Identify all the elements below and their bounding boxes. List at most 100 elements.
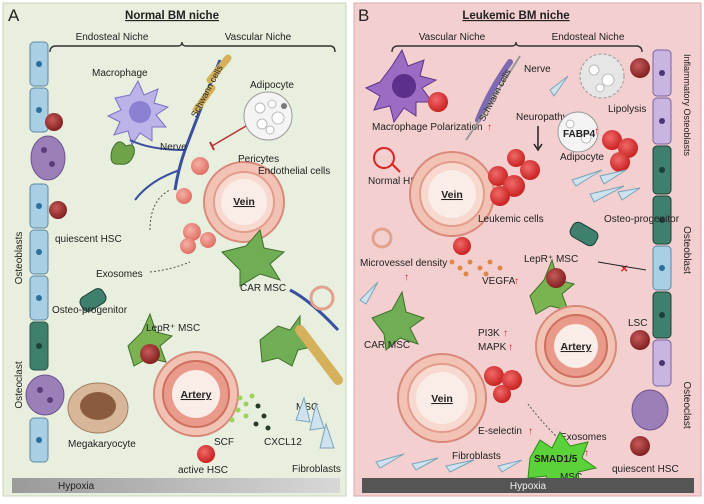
vegfa-label: VEGFA <box>482 276 516 287</box>
leukemic-cluster-vein2 <box>484 366 522 403</box>
osteoclast-label-b: Osteoclast <box>681 381 692 428</box>
osteoprogenitor-cell <box>79 288 107 312</box>
inhibition-line <box>211 125 247 147</box>
leukemic-cluster-endosteal <box>602 130 638 172</box>
niche-brace-b <box>391 41 643 53</box>
hsc-cluster <box>176 157 216 254</box>
neuropathy-arrowhead <box>533 143 543 152</box>
exosomes-label-b: Exosomes <box>560 432 607 443</box>
vascular-niche-header: Vascular Niche <box>225 32 292 43</box>
car-msc-cell <box>221 228 286 287</box>
fibroblasts <box>295 396 335 449</box>
mapk-up-arrow: ↑ <box>508 342 513 353</box>
schwann-branch <box>295 325 343 385</box>
inhibition-bar <box>209 141 215 151</box>
hypoxia-bar-b <box>362 478 694 493</box>
hypoxia-bar <box>12 478 340 493</box>
lsc-cell-b2 <box>630 330 650 350</box>
microvessel-up-arrow: ↑ <box>404 272 409 283</box>
hsc-cell-2 <box>140 344 160 364</box>
differentiation-block: ✕ <box>620 264 628 275</box>
lipolysis-label: Lipolysis <box>608 104 646 115</box>
leukemic-cluster-vein <box>453 149 540 255</box>
panel-a: A Normal BM niche Endosteal Niche Vascul… <box>2 2 347 497</box>
osteoblasts-label: Osteoblasts <box>14 232 25 285</box>
car-msc-cell-b <box>371 290 426 351</box>
nerve-label-b: Nerve <box>524 64 551 75</box>
hsc-cell <box>45 113 63 131</box>
inflammatory-osteoblasts-label: Inflammatory Osteoblasts <box>682 54 692 157</box>
quiescent-hsc-label-b: quiescent HSC <box>612 464 679 475</box>
osteoprogenitor-cell-b <box>569 221 599 247</box>
differentiation-arrow <box>597 261 647 271</box>
active-hsc-label: active HSC <box>178 465 228 476</box>
niche-brace <box>49 41 336 53</box>
lepr-msc-cell <box>127 312 174 367</box>
macrophage-up-arrow: ↑ <box>487 122 492 133</box>
msc-label: MSC <box>296 402 318 413</box>
endosteal-niche-header-b: Endosteal Niche <box>552 32 625 43</box>
eselectin-label: E-selectin <box>478 426 522 437</box>
nerve-label: Nerve <box>160 142 187 153</box>
neuropathy-label: Neuropathy <box>516 112 568 123</box>
quiescent-hsc-label: quiescent HSC <box>55 234 122 245</box>
artery-label: Artery <box>181 389 212 401</box>
panel-b-title: Leukemic BM niche <box>462 10 569 22</box>
exosome-path <box>149 189 171 231</box>
eselectin-up-arrow: ↑ <box>528 426 533 437</box>
lipolysis-adipocytes <box>579 53 625 99</box>
macrophage-polarization-label: Macrophage Polarization <box>372 122 483 133</box>
normal-hsc-cell <box>373 147 401 173</box>
macrophage-cell-b <box>364 48 438 124</box>
hypoxia-label-b: Hypoxia <box>510 481 547 492</box>
quiescent-hsc-cell-b <box>630 436 650 456</box>
exosomes-arrow-b <box>527 403 557 437</box>
osteoclast-label: Osteoclast <box>14 361 25 408</box>
endothelial-label: Endothelial cells <box>258 166 330 177</box>
exosomes-arrow <box>149 261 191 273</box>
panel-b-letter: B <box>358 6 369 25</box>
vein-vessel-b <box>409 151 495 237</box>
cxcl12-label: CXCL12 <box>264 437 302 448</box>
nerve-b <box>465 55 521 141</box>
vegfa-up-arrow: ↑ <box>514 276 519 287</box>
megakaryocyte-cell <box>67 382 129 434</box>
vegfa-dots <box>449 259 503 277</box>
lsc-cell-b1 <box>546 268 566 288</box>
panel-a-letter: A <box>8 6 20 25</box>
msc-label-b: MSC <box>560 472 582 483</box>
adipocyte-label: Adipocyte <box>250 80 294 91</box>
microvessel-label: Microvessel density <box>360 258 447 269</box>
macrophage-cell <box>106 79 170 147</box>
fibroblasts-endosteal <box>549 75 641 203</box>
fibroblasts-b <box>359 281 523 473</box>
car-msc-label-b: CAR MSC <box>364 340 410 351</box>
fibroblasts-label-b: Fibroblasts <box>452 451 501 462</box>
osteoclast-cell-b <box>631 389 669 431</box>
nerve <box>129 54 232 201</box>
mapk-label: MAPK <box>478 342 507 353</box>
scf-label: SCF <box>214 437 234 448</box>
capillary <box>309 285 335 311</box>
normal-hsc-label: Normal HSC <box>368 176 424 187</box>
osteoblast-column <box>29 41 49 463</box>
osteoclast-cell <box>25 135 66 416</box>
pericytes-label: Pericytes <box>238 154 279 165</box>
panel-b: B Leukemic BM niche Vascular Niche Endos… <box>353 2 702 497</box>
lsc-label: LSC <box>628 318 647 329</box>
vein-vessel-b2 <box>397 353 487 443</box>
smad-label: SMAD1/5 <box>534 454 578 465</box>
exosomes-label: Exosomes <box>96 269 143 280</box>
leukemic-cell-b1 <box>428 92 448 112</box>
endosteal-niche-header: Endosteal Niche <box>76 32 149 43</box>
fibroblasts-label: Fibroblasts <box>292 464 341 475</box>
fabp4-adipocyte <box>557 111 599 153</box>
lepr-msc-label: LepR⁺ MSC <box>146 323 200 334</box>
osteoblast-label-b: Osteoblast <box>681 226 692 274</box>
pi3k-label: PI3K <box>478 328 500 339</box>
artery-vessel-b <box>535 305 617 387</box>
active-hsc-cell <box>197 445 215 463</box>
adipocyte-label-b: Adipocyte <box>560 152 604 163</box>
